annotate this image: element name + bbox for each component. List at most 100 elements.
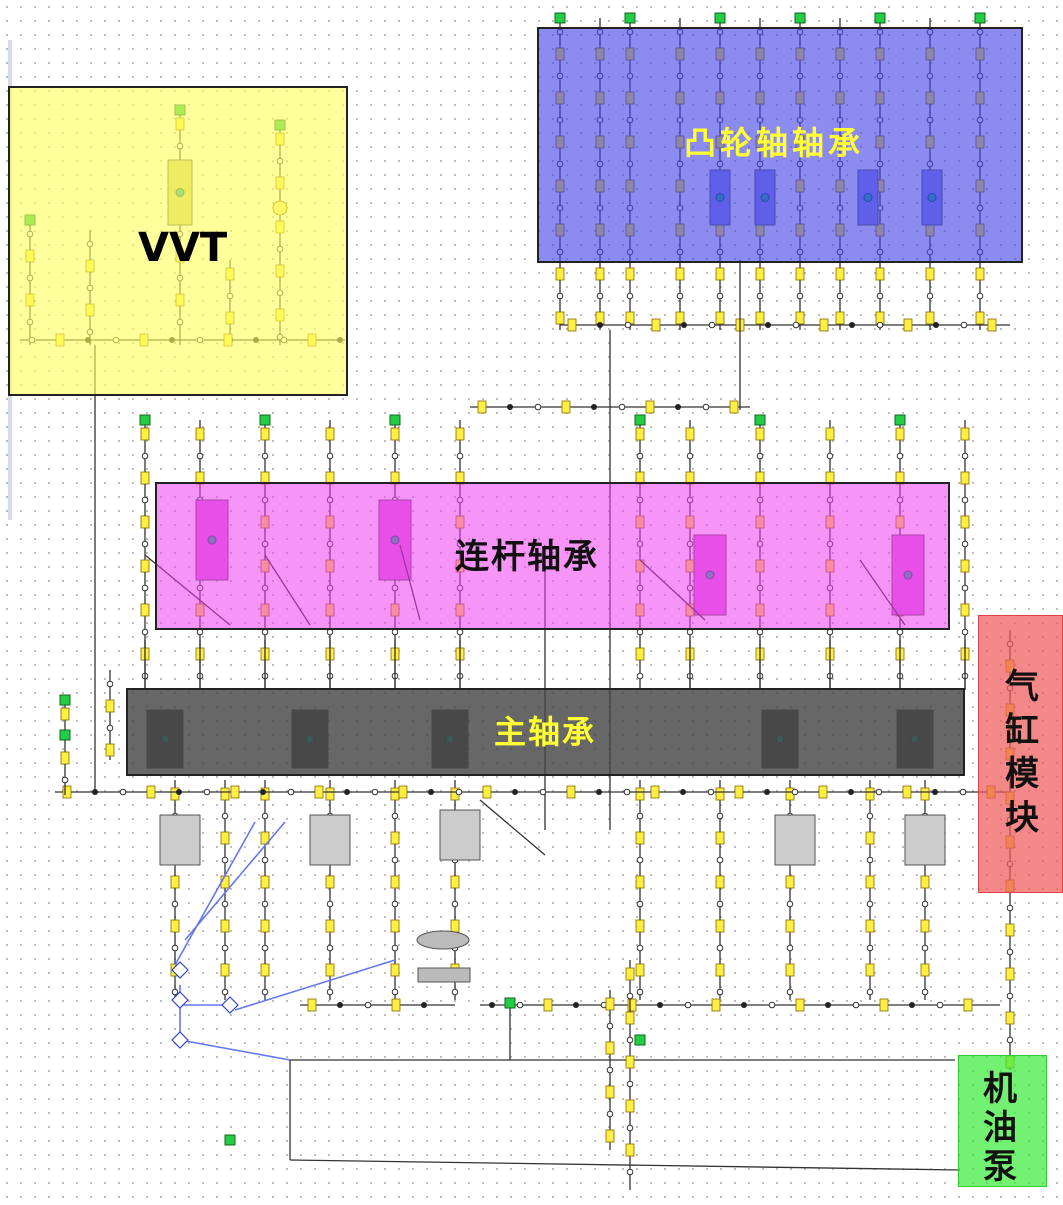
junction-icon <box>921 876 929 888</box>
node-icon <box>703 404 709 410</box>
boundary-port-icon <box>755 415 765 425</box>
junction-icon <box>716 920 724 932</box>
junction-icon <box>391 964 399 976</box>
junction-icon <box>716 312 724 324</box>
junction-icon <box>730 401 738 413</box>
junction-icon <box>221 788 229 800</box>
node-icon <box>877 322 883 328</box>
node-icon <box>107 725 113 731</box>
junction-icon <box>606 998 614 1010</box>
boundary-port-icon <box>390 415 400 425</box>
node-icon <box>793 322 799 328</box>
node-icon <box>457 629 463 635</box>
junction-icon <box>171 876 179 888</box>
junction-icon <box>606 1086 614 1098</box>
junction-icon <box>961 604 969 616</box>
junction-icon <box>786 876 794 888</box>
connector-dot-icon <box>337 1002 343 1008</box>
boundary-port-icon <box>60 730 70 740</box>
junction-icon <box>606 1130 614 1142</box>
junction-icon <box>261 876 269 888</box>
junction-icon <box>903 786 911 798</box>
node-icon <box>172 945 178 951</box>
node-icon <box>897 629 903 635</box>
node-icon <box>327 945 333 951</box>
node-icon <box>197 453 203 459</box>
junction-icon <box>921 788 929 800</box>
node-icon <box>685 1002 691 1008</box>
junction-icon <box>556 312 564 324</box>
filter-icon <box>418 968 470 982</box>
junction-icon <box>820 319 828 331</box>
node-icon <box>757 453 763 459</box>
region-label-main-bearing: 主轴承 <box>494 716 596 748</box>
junction-icon <box>636 788 644 800</box>
junction-icon <box>451 920 459 932</box>
junction-icon <box>315 786 323 798</box>
junction-icon <box>636 428 644 440</box>
connector-dot-icon <box>657 1002 663 1008</box>
node-icon <box>392 453 398 459</box>
junction-icon <box>716 832 724 844</box>
junction-icon <box>866 876 874 888</box>
junction-icon <box>221 832 229 844</box>
junction-icon <box>786 920 794 932</box>
region-conrod-bearing[interactable]: 连杆轴承 <box>155 482 950 630</box>
region-label-cylinder-module: 气缸模块 <box>1005 666 1045 840</box>
node-icon <box>877 293 883 299</box>
node-icon <box>327 989 333 995</box>
region-cylinder-module[interactable]: 气缸模块 <box>978 615 1063 893</box>
junction-icon <box>896 428 904 440</box>
node-icon <box>637 673 643 679</box>
node-icon <box>607 1023 613 1029</box>
junction-icon <box>391 428 399 440</box>
node-icon <box>853 1002 859 1008</box>
node-icon <box>677 293 683 299</box>
node-icon <box>372 789 378 795</box>
junction-icon <box>626 968 634 980</box>
junction-icon <box>567 786 575 798</box>
region-camshaft-bearing[interactable]: 凸轮轴轴承 <box>537 27 1023 263</box>
connector-dot-icon <box>260 789 266 795</box>
node-icon <box>927 293 933 299</box>
tank-block-icon <box>160 815 200 865</box>
region-vvt[interactable]: VVT <box>8 86 348 396</box>
junction-icon <box>626 1144 634 1156</box>
node-icon <box>637 813 643 819</box>
node-icon <box>867 901 873 907</box>
junction-icon <box>826 428 834 440</box>
connector-dot-icon <box>573 1002 579 1008</box>
node-icon <box>922 945 928 951</box>
connector-dot-icon <box>591 404 597 410</box>
node-icon <box>262 857 268 863</box>
junction-icon <box>819 786 827 798</box>
connector-dot-icon <box>176 789 182 795</box>
node-icon <box>222 857 228 863</box>
node-icon <box>120 789 126 795</box>
junction-icon <box>712 999 720 1011</box>
node-icon <box>787 901 793 907</box>
region-main-bearing[interactable]: 主轴承 <box>126 688 965 776</box>
junction-icon <box>626 1100 634 1112</box>
junction-icon <box>961 516 969 528</box>
junction-icon <box>976 268 984 280</box>
node-icon <box>365 1002 371 1008</box>
junction-icon <box>1006 1012 1014 1024</box>
tank-block-icon <box>440 810 480 860</box>
region-oil-pump[interactable]: 机油泵 <box>958 1055 1047 1187</box>
junction-icon <box>326 876 334 888</box>
node-icon <box>1007 949 1013 955</box>
junction-icon <box>308 999 316 1011</box>
junction-icon <box>796 999 804 1011</box>
junction-icon <box>231 786 239 798</box>
node-icon <box>624 789 630 795</box>
junction-icon <box>596 268 604 280</box>
node-icon <box>262 629 268 635</box>
junction-icon <box>756 268 764 280</box>
node-icon <box>535 404 541 410</box>
junction-icon <box>880 999 888 1011</box>
junction-icon <box>326 428 334 440</box>
node-icon <box>262 813 268 819</box>
node-icon <box>962 497 968 503</box>
node-icon <box>457 453 463 459</box>
